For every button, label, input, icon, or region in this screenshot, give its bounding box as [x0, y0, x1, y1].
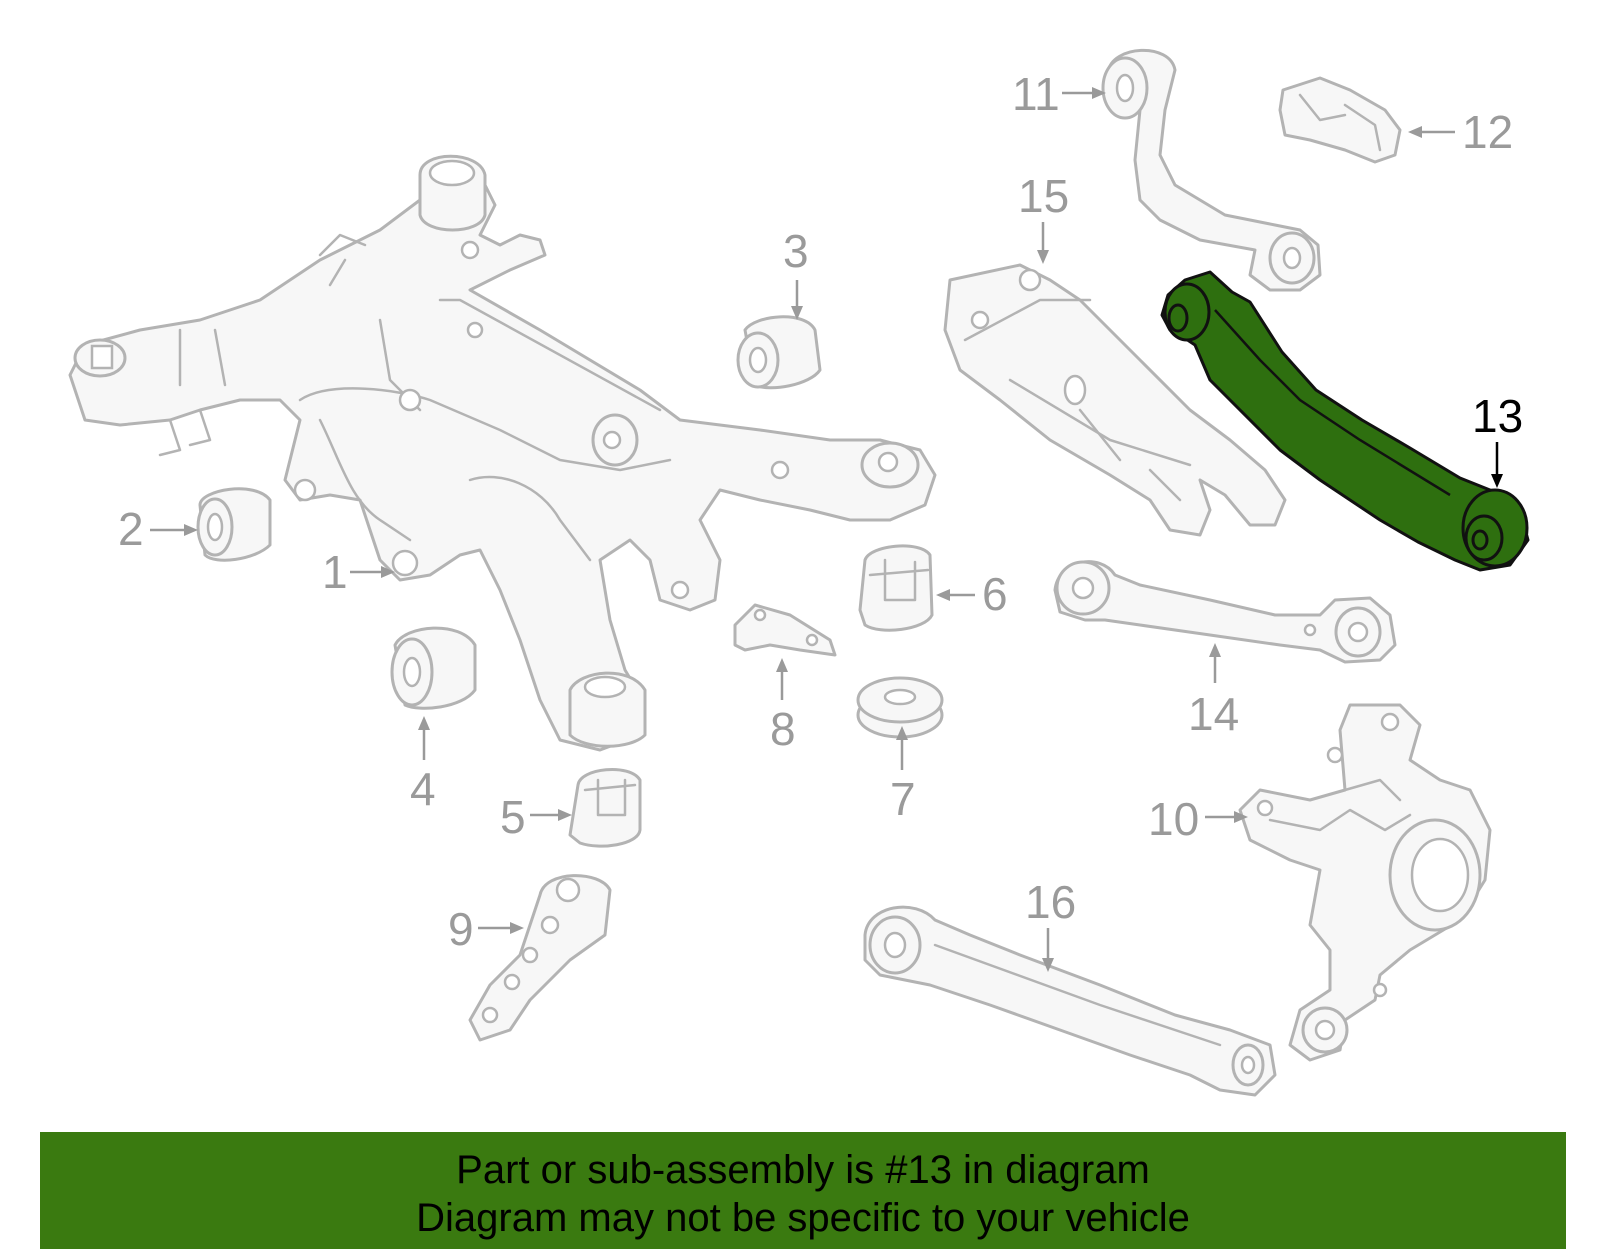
callout-15: 15: [1018, 170, 1069, 264]
callout-4: 4: [410, 716, 436, 815]
callout-8: 8: [770, 658, 796, 755]
callout-12: 12: [1408, 106, 1513, 158]
callout-5: 5: [500, 791, 572, 843]
part-16-lateral-link[interactable]: [863, 905, 1277, 1097]
banner-line-1: Part or sub-assembly is #13 in diagram: [456, 1148, 1150, 1192]
label-1: 1: [322, 546, 348, 598]
callout-13: 13: [1472, 390, 1523, 488]
callout-3: 3: [783, 225, 809, 320]
callout-6: 6: [936, 568, 1008, 620]
label-3: 3: [783, 225, 809, 277]
callout-14: 14: [1188, 643, 1239, 740]
callout-16: 16: [1025, 876, 1076, 972]
callout-1: 1: [322, 546, 395, 598]
part-6-mount[interactable]: [858, 544, 934, 632]
part-2-bushing[interactable]: [196, 487, 272, 562]
label-12: 12: [1462, 106, 1513, 158]
label-14: 14: [1188, 688, 1239, 740]
part-14-lower-arm[interactable]: [1053, 560, 1397, 664]
label-6: 6: [982, 568, 1008, 620]
callout-10: 10: [1148, 793, 1248, 845]
part-7-pad[interactable]: [856, 676, 944, 739]
label-10: 10: [1148, 793, 1199, 845]
callout-2: 2: [118, 503, 198, 555]
callout-7: 7: [890, 726, 916, 825]
part-10-knuckle[interactable]: [1238, 703, 1492, 1062]
part-8-bracket[interactable]: [733, 603, 837, 657]
label-4: 4: [410, 763, 436, 815]
part-9-plate[interactable]: [468, 874, 612, 1042]
label-8: 8: [770, 703, 796, 755]
part-1-subframe[interactable]: [68, 154, 937, 752]
callout-9: 9: [448, 903, 524, 955]
label-7: 7: [890, 773, 916, 825]
part-3-bushing[interactable]: [736, 315, 822, 390]
label-2: 2: [118, 503, 144, 555]
part-4-bushing[interactable]: [390, 626, 477, 710]
part-11-upper-arm[interactable]: [1101, 48, 1322, 292]
label-13: 13: [1472, 390, 1523, 442]
callout-11: 11: [1012, 68, 1106, 120]
label-15: 15: [1018, 170, 1069, 222]
part-13-highlighted-arm[interactable]: [1160, 270, 1530, 572]
label-9: 9: [448, 903, 474, 955]
label-16: 16: [1025, 876, 1076, 928]
label-11: 11: [1012, 68, 1060, 120]
label-5: 5: [500, 791, 526, 843]
banner-line-2: Diagram may not be specific to your vehi…: [416, 1196, 1190, 1240]
part-12-bracket[interactable]: [1278, 76, 1402, 164]
info-banner: Part or sub-assembly is #13 in diagram D…: [40, 1132, 1566, 1249]
part-15-arm[interactable]: [943, 263, 1287, 537]
part-5-mount[interactable]: [568, 768, 642, 848]
